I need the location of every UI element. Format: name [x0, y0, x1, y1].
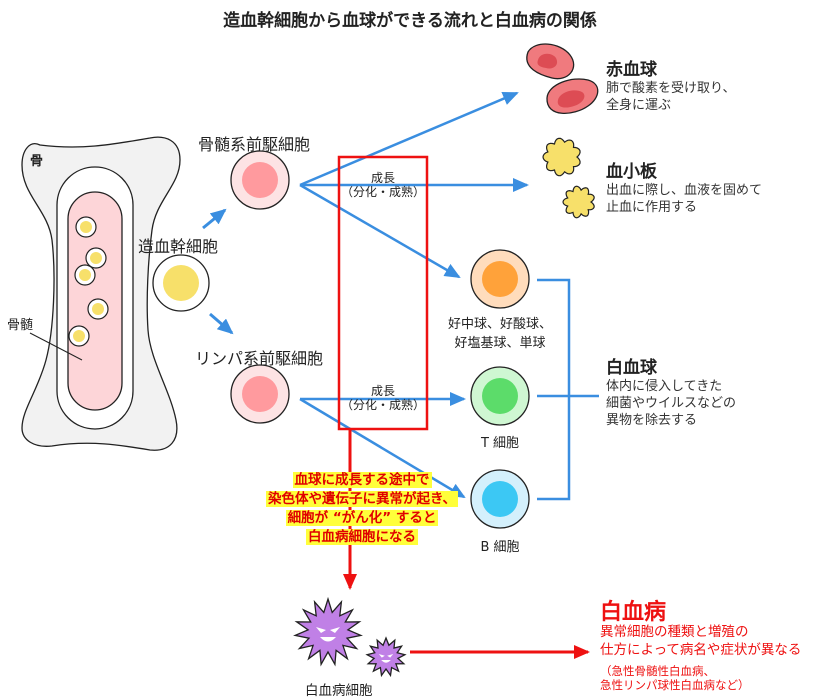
growth-label-top: 成長 （分化・成熟） [340, 171, 425, 199]
stem-cell [152, 254, 210, 312]
marrow-label: 骨髄 [7, 318, 34, 333]
lymphoid-progenitor-label: リンパ系前駆細胞 [195, 349, 324, 368]
leukemia-mouth [320, 637, 336, 642]
arrow-stem-to-myeloid [202, 208, 227, 230]
leukemia-eye [378, 654, 385, 658]
lymphoid-arrows [299, 392, 466, 499]
myeloid-progenitor-label: 骨髄系前駆細胞 [198, 135, 311, 154]
leukemia-cell-small [365, 636, 407, 678]
wbc-heading: 白血球 [606, 358, 657, 378]
leukemia-eye [330, 627, 340, 633]
leukemia-examples-note: （急性骨髄性白血病、 急性リンパ球性白血病など） [600, 664, 750, 692]
marrow-pointer-line [29, 332, 83, 361]
stem-cell-label: 造血幹細胞 [138, 237, 219, 256]
leukemia-cells [293, 596, 407, 678]
platelet-1 [542, 137, 581, 177]
leukemia-eye [387, 654, 394, 658]
t-cell [470, 366, 530, 426]
platelet-heading: 血小板 [606, 162, 657, 182]
platelet-description: 出血に際し、血液を固めて 止血に作用する [606, 183, 763, 215]
platelets [542, 137, 595, 219]
t-cell-label: T 細胞 [480, 436, 520, 451]
arrow-stem-to-lymphoid [209, 312, 234, 335]
growth-label-bottom: 成長 （分化・成熟） [340, 384, 425, 412]
wbc-description: 体内に侵入してきた 細菌やウイルスなどの 異物を除去する [606, 379, 737, 428]
myeloid-progenitor-cell [230, 150, 290, 210]
granulocyte-cell [470, 249, 530, 309]
leukemia-heading: 白血病 [600, 600, 667, 625]
granulocyte-label: 好中球、好酸球、 好塩基球、単球 [447, 317, 552, 351]
wbc-bracket [537, 278, 599, 501]
leukemia-description: 異常細胞の種類と増殖の 仕方によって病名や症状が異なる [600, 624, 802, 658]
bone-label: 骨 [30, 154, 44, 169]
leukemia-cell-large [293, 596, 363, 667]
platelet-2 [562, 185, 595, 219]
leukemia-warning-callout: 血球に成長する途中で 染色体や遺伝子に異常が起き、 細胞が “がん化” すると … [265, 472, 459, 545]
leukemia-mouth [381, 660, 391, 663]
arrow-to-b-cell [299, 397, 466, 499]
b-cell [470, 469, 530, 529]
rbc-description: 肺で酸素を受け取り、 全身に運ぶ [606, 81, 736, 113]
bone-illustration [21, 136, 181, 451]
marrow-stem-cells [68, 216, 109, 347]
leukemia-cell-label: 白血病細胞 [305, 683, 373, 699]
growth-red-box [337, 155, 429, 431]
arrow-to-rbc [299, 91, 519, 187]
page-title: 造血幹細胞から血球ができる流れと白血病の関係 [223, 11, 597, 31]
red-blood-cells [526, 43, 599, 115]
arrow-to-granulocyte [299, 183, 461, 279]
b-cell-label: B 細胞 [480, 540, 520, 555]
leukemia-eye [316, 627, 326, 633]
lymphoid-progenitor-cell [230, 364, 290, 424]
rbc-heading: 赤血球 [606, 60, 657, 80]
